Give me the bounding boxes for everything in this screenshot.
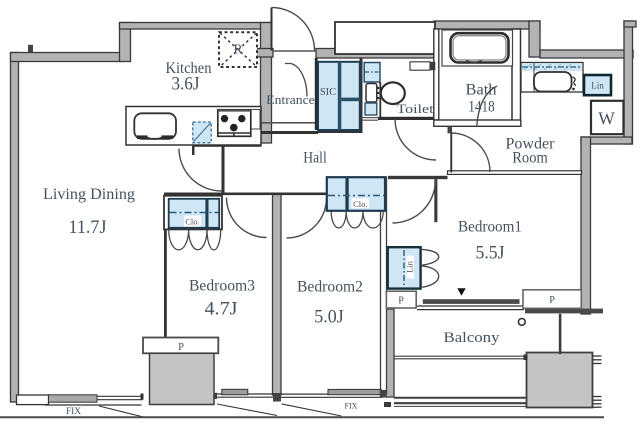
svg-text:Hall: Hall	[303, 150, 327, 167]
svg-text:P: P	[549, 295, 555, 306]
svg-text:FIX: FIX	[345, 402, 358, 411]
svg-text:Bedroom3: Bedroom3	[189, 278, 255, 295]
svg-text:1418: 1418	[468, 99, 495, 116]
svg-text:Lin: Lin	[405, 260, 415, 273]
svg-text:5.0J: 5.0J	[314, 307, 344, 328]
svg-text:Lin: Lin	[591, 81, 604, 91]
svg-text:11.7J: 11.7J	[69, 217, 107, 238]
svg-text:Bedroom1: Bedroom1	[458, 219, 522, 236]
svg-text:4.7J: 4.7J	[205, 299, 238, 320]
svg-text:Clo.: Clo.	[353, 199, 367, 209]
svg-text:Balcony: Balcony	[444, 330, 501, 346]
svg-text:R: R	[233, 42, 242, 57]
svg-text:Bath: Bath	[466, 82, 497, 99]
svg-text:P: P	[398, 296, 404, 307]
svg-text:5.5J: 5.5J	[476, 243, 505, 264]
svg-text:3.6J: 3.6J	[172, 74, 200, 95]
svg-text:SIC: SIC	[320, 87, 336, 98]
svg-text:Entrance: Entrance	[266, 92, 315, 107]
svg-text:Clo.: Clo.	[185, 217, 199, 227]
svg-text:Living Dining: Living Dining	[43, 186, 135, 203]
svg-text:FIX: FIX	[66, 407, 81, 417]
svg-text:W: W	[598, 109, 615, 129]
svg-text:Bedroom2: Bedroom2	[297, 279, 363, 296]
svg-text:Toilet: Toilet	[397, 101, 434, 116]
svg-text:P: P	[178, 342, 184, 353]
svg-text:Powder: Powder	[506, 136, 556, 153]
svg-text:Room: Room	[512, 150, 548, 167]
svg-text:Kitchen: Kitchen	[166, 60, 212, 77]
